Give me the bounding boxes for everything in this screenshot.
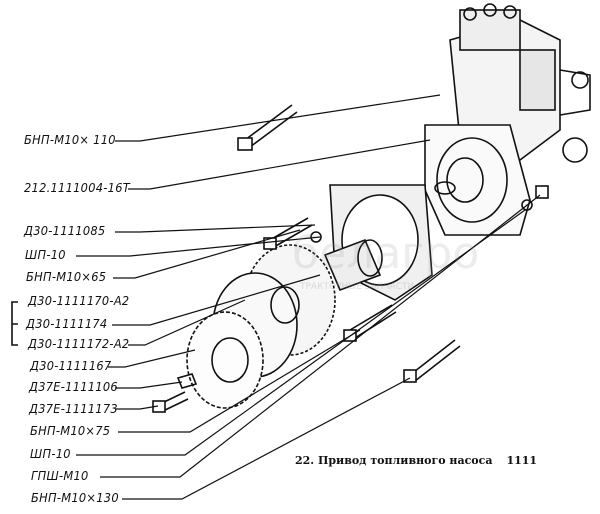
leader-lines bbox=[76, 94, 541, 500]
part-label: Д30-1111167 bbox=[30, 359, 112, 373]
watermark: белагро bbox=[292, 228, 480, 279]
part-label: БНП-М10×65 bbox=[26, 270, 107, 284]
caption-code: 1111 bbox=[506, 454, 538, 467]
group-bracket bbox=[11, 301, 18, 346]
part-label: БНП-М10×130 bbox=[31, 491, 119, 505]
part-label: БНП-М10× 110 bbox=[24, 133, 116, 147]
part-label: Д30-1111170-А2 bbox=[28, 294, 130, 308]
hub-plate bbox=[186, 311, 264, 409]
part-label: ШП-10 bbox=[30, 447, 71, 461]
pump-flange bbox=[424, 124, 531, 236]
part-label: ШП-10 bbox=[25, 248, 66, 262]
part-label: ГПШ-М10 bbox=[31, 469, 89, 483]
part-label: Д37Е-1111106 bbox=[29, 380, 118, 394]
part-label: Д30-1111174 bbox=[26, 317, 108, 331]
bushing bbox=[323, 238, 383, 292]
part-label: Д30-1111172-А2 bbox=[28, 337, 130, 351]
part-label: БНП-М10×75 bbox=[30, 424, 111, 438]
caption-title: 22. Привод топливного насоса bbox=[295, 454, 493, 467]
part-label: 212.1111004-16Т bbox=[24, 181, 131, 195]
figure-caption: 22. Привод топливного насоса 1111 bbox=[295, 454, 537, 467]
part-label: Д37Е-1111173 bbox=[29, 402, 118, 416]
watermark-subtext: ТРАКТОРНЫЕ ЗАПЧАСТИ bbox=[300, 282, 415, 292]
part-label: Д30-1111085 bbox=[24, 224, 106, 238]
